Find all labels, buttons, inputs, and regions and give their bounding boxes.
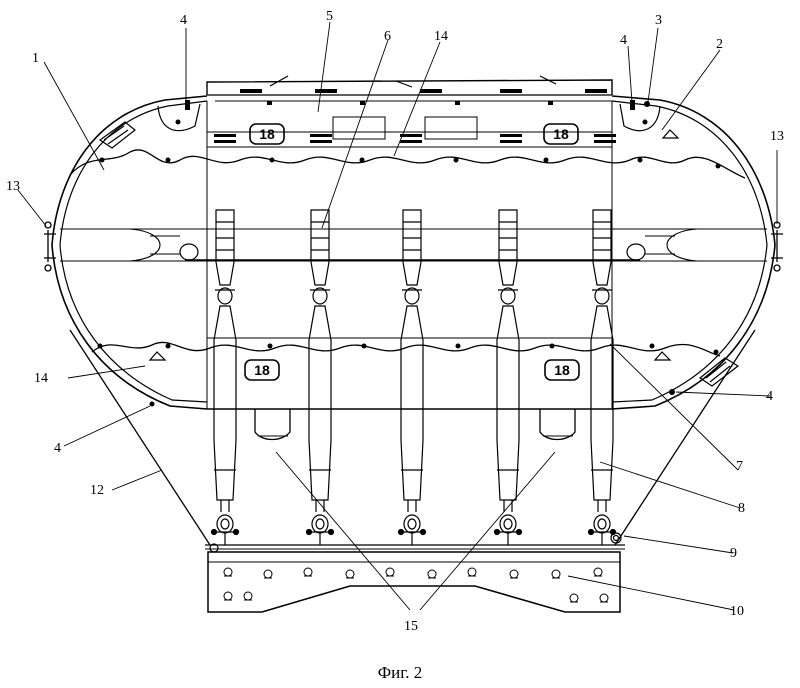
bolt (303, 567, 313, 577)
label-3: 3 (655, 13, 662, 28)
label-10: 10 (730, 604, 744, 619)
ballast-bags (254, 409, 576, 441)
badge-top-right: 18 (543, 123, 579, 145)
badge-text: 18 (553, 126, 569, 142)
bolt (509, 569, 519, 579)
bolt (599, 593, 609, 603)
label-15: 15 (404, 619, 418, 634)
strap-assembly (493, 209, 523, 545)
label-13-right: 13 (770, 129, 784, 144)
badge-bottom-right: 18 (544, 359, 580, 381)
badge-text: 18 (254, 362, 270, 378)
label-5: 5 (326, 9, 333, 24)
label-12: 12 (90, 483, 104, 498)
bolt (385, 567, 395, 577)
number-badges: 18 18 18 18 (244, 123, 580, 381)
label-13-left: 13 (6, 179, 20, 194)
label-8: 8 (738, 501, 745, 516)
strap-assembly (305, 209, 335, 545)
label-14-top: 14 (434, 29, 448, 44)
label-7: 7 (736, 459, 743, 474)
plate-bolts (223, 567, 609, 603)
label-4-bottom-left: 4 (54, 441, 61, 456)
bolt (467, 567, 477, 577)
figure-caption: Фиг. 2 (378, 663, 423, 682)
bolt (569, 593, 579, 603)
label-4-bottom-right: 4 (766, 389, 773, 404)
bolt (223, 591, 233, 601)
label-4-top-left: 4 (180, 13, 187, 28)
guy-lines (69, 329, 756, 553)
part-labels: 1 2 3 4 4 4 4 5 6 7 8 9 10 12 13 13 14 1… (6, 9, 784, 634)
badge-text: 18 (259, 126, 275, 142)
raft-body (51, 95, 776, 410)
strap-assembly (397, 209, 427, 545)
label-9: 9 (730, 546, 737, 561)
bolt (263, 569, 273, 579)
bottom-bumper-plate (205, 544, 625, 613)
leader-lines (17, 21, 778, 611)
bolt (243, 591, 253, 601)
top-deck-plate (206, 75, 616, 148)
strap-assembly (587, 209, 617, 545)
label-2: 2 (716, 37, 723, 52)
badge-top-left: 18 (249, 123, 285, 145)
badge-text: 18 (554, 362, 570, 378)
suspension-straps (210, 209, 617, 545)
body-fittings (44, 100, 783, 407)
label-6: 6 (384, 29, 391, 44)
bolt (551, 569, 561, 579)
bolt (223, 567, 233, 577)
strap-assembly (210, 209, 240, 545)
label-4-top-right: 4 (620, 33, 627, 48)
badge-bottom-left: 18 (244, 359, 280, 381)
bolt (593, 567, 603, 577)
bolt (345, 569, 355, 579)
label-1: 1 (32, 51, 39, 66)
lifeline-ropes (69, 149, 746, 357)
label-14-left: 14 (34, 371, 48, 386)
bolt (427, 569, 437, 579)
